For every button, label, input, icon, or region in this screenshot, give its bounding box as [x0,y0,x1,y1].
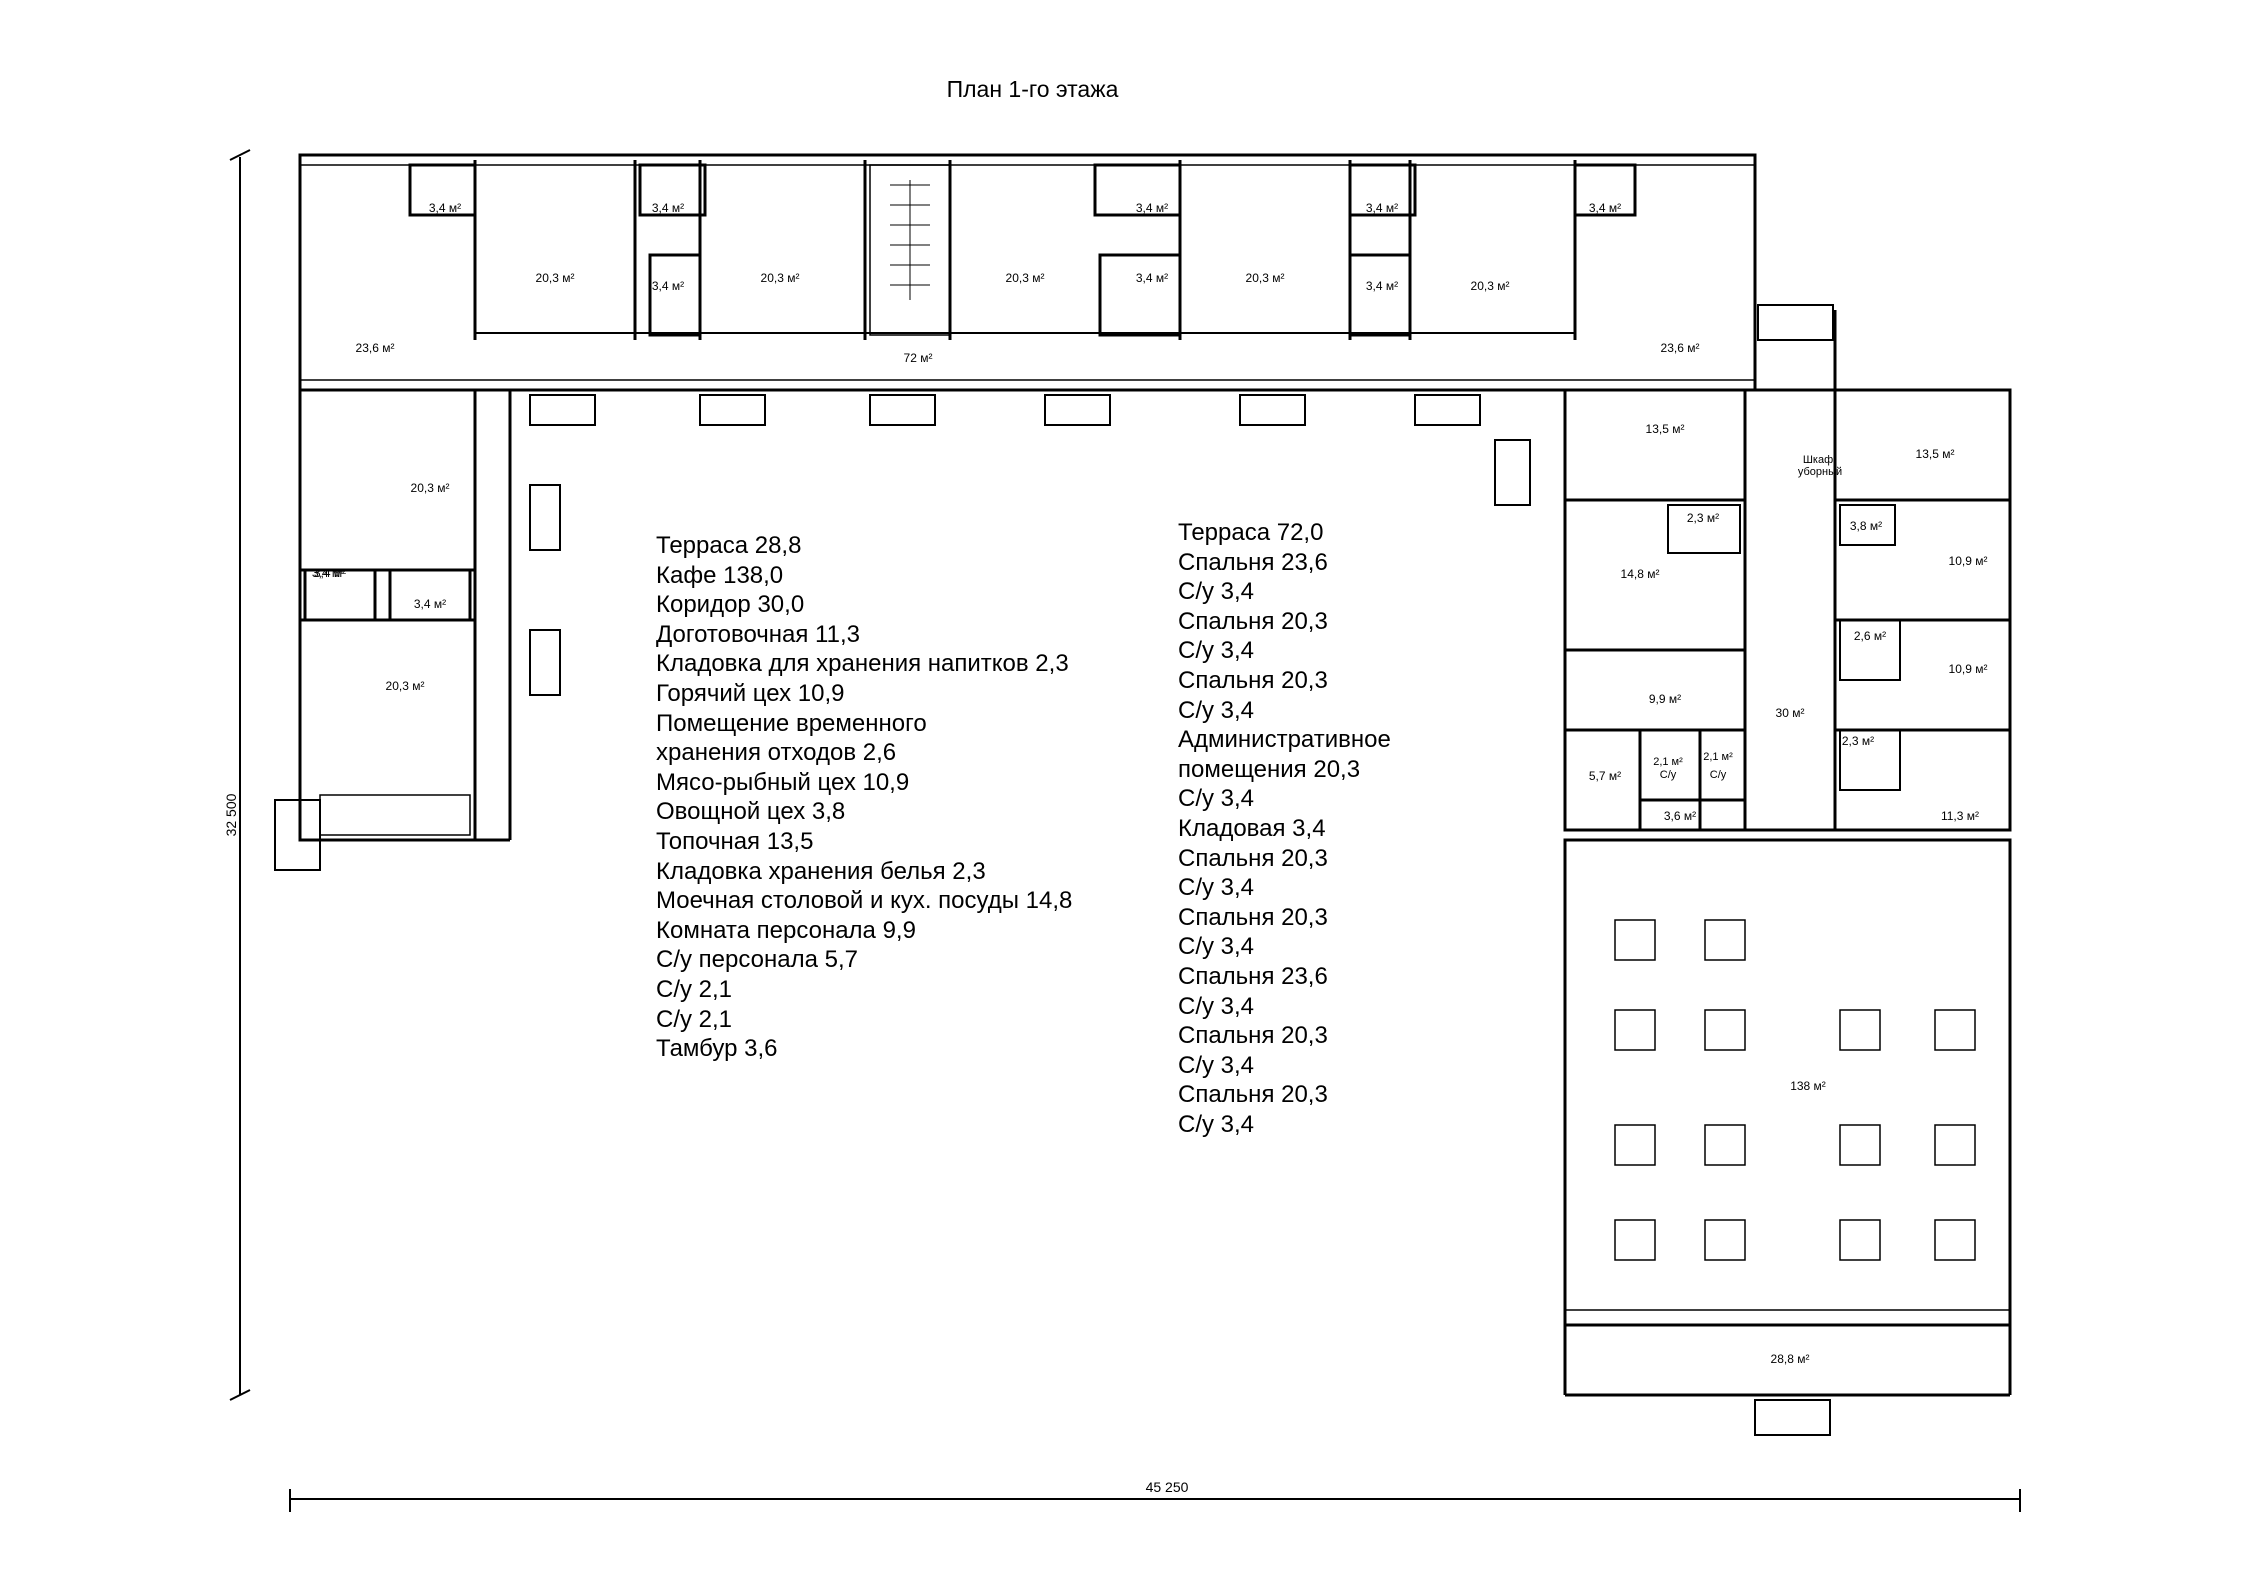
top-wing [298,153,1757,392]
legend-right-item-3: Спальня 20,3 [1178,607,1328,635]
linen-area: 13,5 м² [1916,447,1955,461]
legend-left-item-0: Терраса 28,8 [656,532,802,559]
dimension-height-label: 32 500 [223,793,239,836]
left-wc-area-2: 3,4 м² [414,597,446,611]
wc-area-3: 3,4 м² [652,279,684,293]
meat-area: 10,9 м² [1949,662,1988,676]
storage-area: 2,3 м² [1687,511,1719,525]
wc-area-7: 3,4 м² [1366,279,1398,293]
left-room-area-2: 20,3 м² [386,679,425,693]
closet-label-1: Шкаф [1803,454,1833,466]
legend-right-item-6: С/у 3,4 [1178,696,1255,724]
left-wc-area-1: 3,4 м² [314,566,346,580]
wash-area: 14,8 м² [1621,567,1660,581]
legend-left-item-5: Горячий цех 10,9 [656,679,845,707]
legend-left-item-9: Овощной цех 3,8 [656,798,846,826]
dimension-width-label: 45 250 [1146,1479,1189,1495]
left-wing [274,388,561,871]
closet-label-2: уборный [1798,466,1842,478]
legend-left-item-15: С/у 2,1 [656,975,733,1003]
legend-left-item-7: хранения отходов 2,6 [656,739,897,767]
room-area-top-1: 23,6 м² [356,341,395,355]
cafe-area: 138 м² [1790,1079,1826,1093]
wc2-area: 2,1 м² [1703,751,1733,763]
wc2-label: С/у [1710,769,1727,781]
legend-right-item-10: Кладовая 3,4 [1178,814,1326,842]
legend-left-item-6: Помещение временного [656,709,927,737]
legend-left-item-17: Тамбур 3,6 [656,1035,778,1063]
wc1-label: С/у [1660,769,1677,781]
staff-wc-area: 5,7 м² [1589,769,1621,783]
legend-left-item-14: С/у персонала 5,7 [656,946,858,974]
staff-area: 9,9 м² [1649,692,1681,706]
wc-area-1: 3,4 м² [429,201,461,215]
terrace-area: 28,8 м² [1771,1352,1810,1366]
legend-right-item-15: Спальня 23,6 [1178,962,1328,990]
legend-right-item-4: С/у 3,4 [1178,637,1255,665]
drinks-area: 2,3 м² [1842,734,1874,748]
corridor-area: 30 м² [1776,706,1805,720]
legend-left-item-8: Мясо-рыбный цех 10,9 [656,768,910,796]
room-area-top-6: 20,3 м² [1471,279,1510,293]
vestibule-area: 3,6 м² [1664,809,1696,823]
legend-right-item-1: Спальня 23,6 [1178,548,1328,576]
left-room-area-1: 20,3 м² [411,481,450,495]
room-area-top-7: 23,6 м² [1661,341,1700,355]
wc1-area: 2,1 м² [1653,756,1683,768]
legend-right-item-9: С/у 3,4 [1178,785,1255,813]
room-area-top-2: 20,3 м² [536,271,575,285]
legend-right-item-8: помещения 20,3 [1178,755,1361,783]
legend-right-item-5: Спальня 20,3 [1178,666,1328,694]
legend-right-item-13: Спальня 20,3 [1178,903,1328,931]
terrace-top [510,389,1580,426]
plan-title: План 1-го этажа [946,76,1119,102]
room-area-top-5: 20,3 м² [1246,271,1285,285]
dimension-vertical [229,149,251,1401]
wc-area-6: 3,4 м² [1366,201,1398,215]
cafe-hall [1563,838,2012,1436]
wc-area-5: 3,4 м² [1136,271,1168,285]
legend-right-item-11: Спальня 20,3 [1178,844,1328,872]
legend-left-item-13: Комната персонала 9,9 [656,916,916,944]
wc-area-2: 3,4 м² [652,201,684,215]
legend-left-item-4: Кладовка для хранения напитков 2,3 [656,650,1069,678]
legend-right-item-0: Терраса 72,0 [1178,519,1324,546]
waste-area: 2,6 м² [1854,629,1886,643]
legend-right-item-2: С/у 3,4 [1178,578,1255,606]
legend-left-item-11: Кладовка хранения белья 2,3 [656,857,986,885]
wc-area-8: 3,4 м² [1589,201,1621,215]
cafe-tables [1614,919,1976,1261]
legend-right-item-7: Административное [1178,726,1391,754]
legend-right-item-12: С/у 3,4 [1178,874,1255,902]
dimension-horizontal [289,1489,2021,1512]
room-area-top-3: 20,3 м² [761,271,800,285]
boiler-area: 13,5 м² [1646,422,1685,436]
legend-right-item-18: С/у 3,4 [1178,1051,1255,1079]
legend-left-item-16: С/у 2,1 [656,1005,733,1033]
legend-right-item-14: С/у 3,4 [1178,933,1255,961]
legend-left-item-10: Топочная 13,5 [656,827,814,855]
legend-left-item-3: Доготовочная 11,3 [656,620,860,648]
legend-left-item-2: Коридор 30,0 [656,591,805,619]
legend-left-item-12: Моечная столовой и кух. посуды 14,8 [656,887,1073,915]
room-area-top-4: 20,3 м² [1006,271,1045,285]
right-wing [1494,304,2012,832]
legend-left-item-1: Кафе 138,0 [656,561,784,589]
legend-right-item-19: Спальня 20,3 [1178,1081,1328,1109]
pre-area: 11,3 м² [1941,809,1979,823]
legend-right-item-20: С/у 3,4 [1178,1110,1255,1138]
legend-right-item-17: Спальня 20,3 [1178,1022,1328,1050]
legend-right-item-16: С/у 3,4 [1178,992,1255,1020]
wc-area-9: 3,4 м² [312,566,344,580]
veg-area: 3,8 м² [1850,519,1882,533]
terrace-top-area: 72 м² [904,351,933,365]
hot-area: 10,9 м² [1949,554,1988,568]
wc-area-4: 3,4 м² [1136,201,1168,215]
